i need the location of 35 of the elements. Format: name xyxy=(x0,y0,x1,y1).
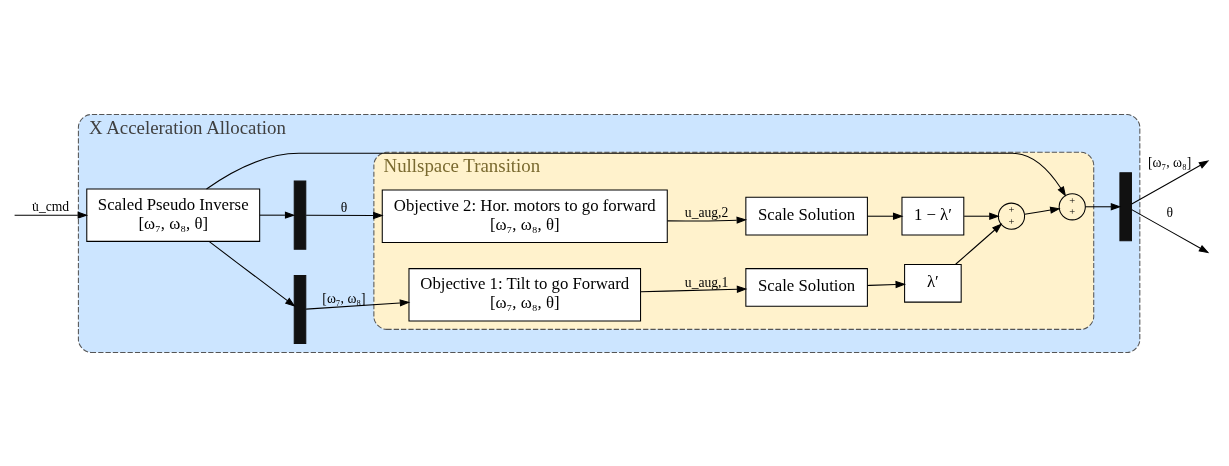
arrow xyxy=(208,240,296,307)
node-box: Scale Solution xyxy=(745,267,868,307)
edge-label: u̇_cmd xyxy=(32,198,70,214)
arrow xyxy=(1084,202,1122,210)
node-box: Scaled Pseudo Inverse [ω₇, ω₈, θ] xyxy=(86,187,261,242)
node-box: Objective 1: Tilt to go Forward [ω₇, ω₈, θ] xyxy=(408,267,642,321)
arrow xyxy=(14,211,89,219)
edge-label: u_aug,1 xyxy=(684,274,729,290)
arrow xyxy=(259,211,296,219)
arrow xyxy=(867,280,906,288)
edge-label: [ω₇, ω₈] xyxy=(322,290,366,306)
arrow xyxy=(1131,208,1210,253)
node-box: Scale Solution xyxy=(745,196,868,236)
node-circle: + + xyxy=(1058,192,1086,220)
edge-label: θ xyxy=(340,199,348,215)
arrow xyxy=(1131,159,1210,204)
node-box: 1 − λ′ xyxy=(901,196,965,236)
node-bar xyxy=(293,180,307,250)
node-box: Objective 2: Hor. motors to go forward [ω₇, ω₈, θ] xyxy=(381,189,668,243)
arrow xyxy=(305,211,384,219)
arrow xyxy=(640,285,748,293)
arrow xyxy=(206,152,1067,197)
edge-label: θ xyxy=(1166,204,1173,220)
node-box: λ′ xyxy=(904,263,962,303)
arrow xyxy=(867,212,904,220)
node-circle: + + xyxy=(997,202,1026,230)
arrow xyxy=(955,222,1003,265)
edge-label: u_aug,2 xyxy=(684,204,729,220)
edge-label: [ω₇, ω₈] xyxy=(1148,154,1192,170)
arrow xyxy=(666,216,748,224)
node-bar xyxy=(293,274,307,344)
arrow xyxy=(1024,206,1061,215)
arrow xyxy=(963,212,1000,220)
arrow xyxy=(305,298,411,310)
node-bar xyxy=(1119,171,1132,241)
